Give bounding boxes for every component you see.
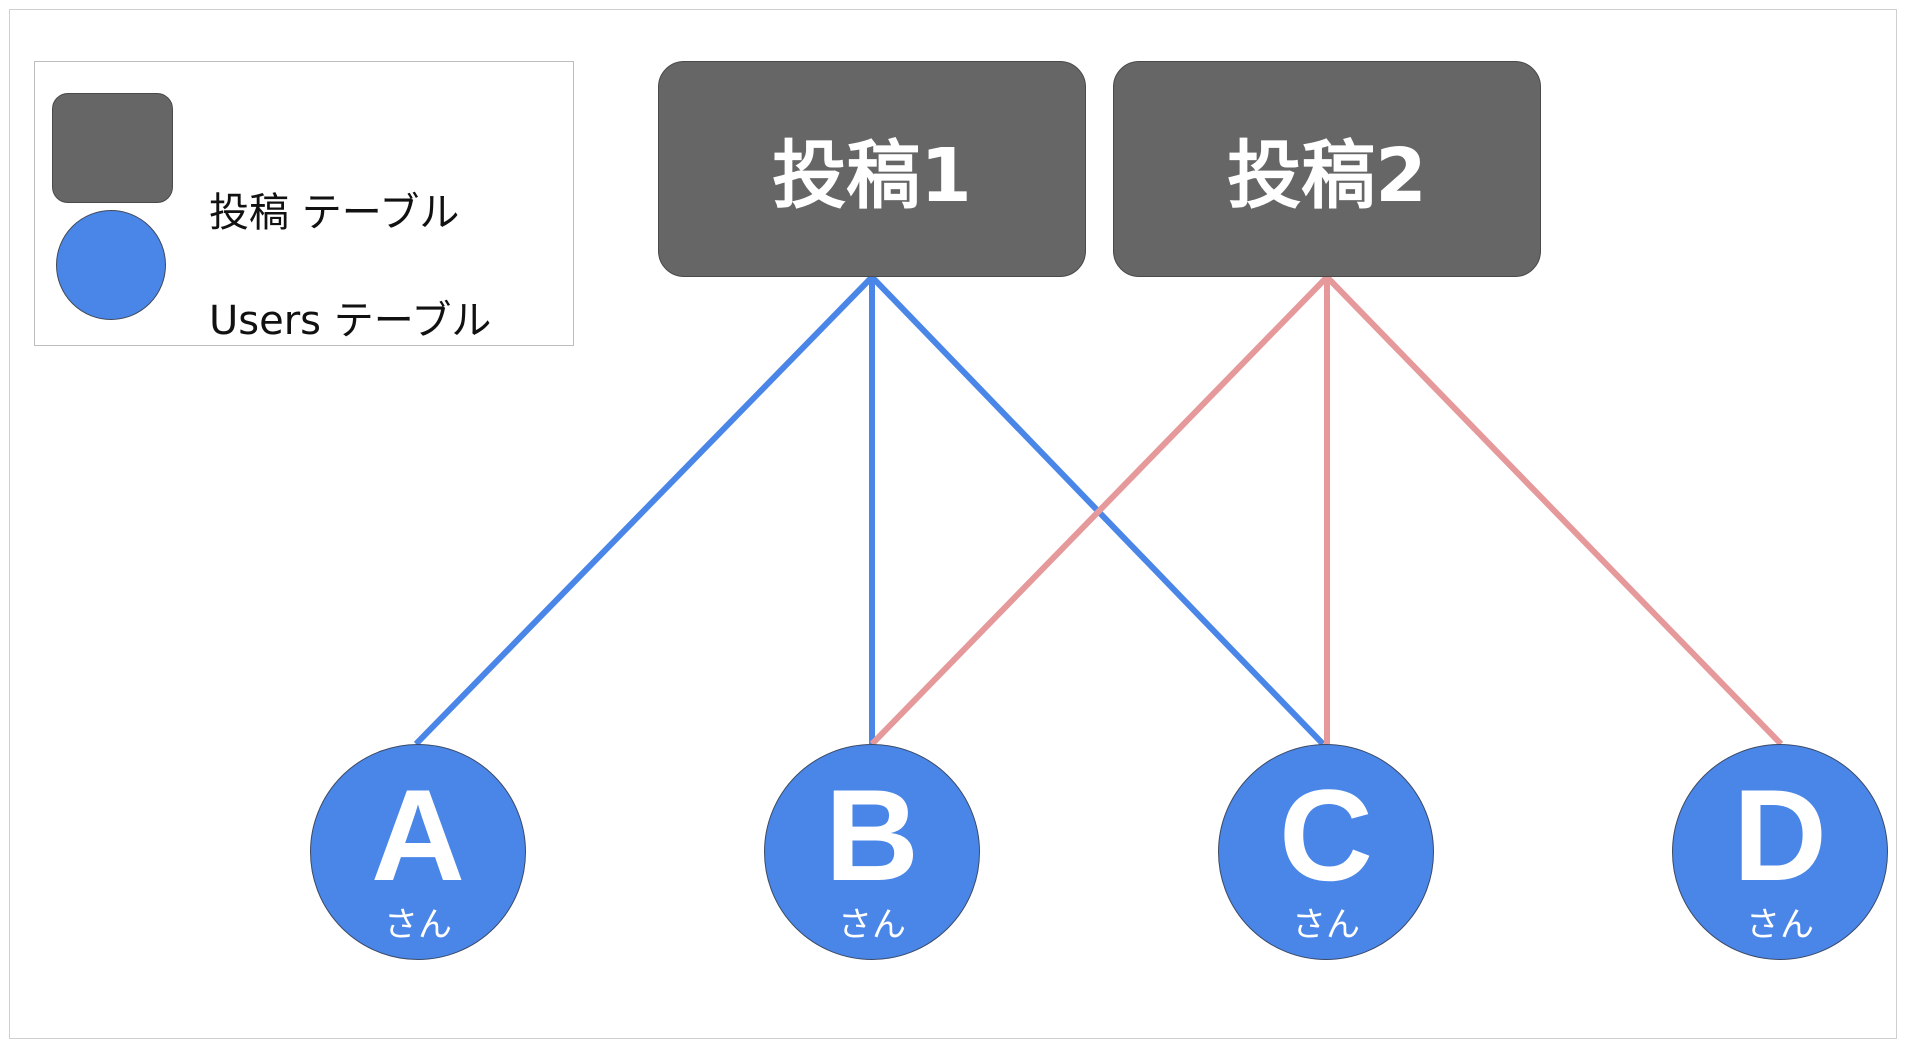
user-suffix: さん xyxy=(384,905,452,945)
legend: 投稿 テーブル Users テーブル xyxy=(34,61,574,346)
user-letter: B xyxy=(825,762,919,908)
user-letter: D xyxy=(1733,762,1827,908)
user-suffix: さん xyxy=(1746,905,1814,945)
user-suffix: さん xyxy=(1292,905,1360,945)
legend-post-label: 投稿 テーブル xyxy=(209,190,460,236)
edge-post1-user-a xyxy=(413,274,875,747)
diagram-frame xyxy=(9,9,1897,1039)
post-node-label: 投稿1 xyxy=(772,132,972,219)
legend-post-swatch xyxy=(52,93,173,203)
user-node-d: D さん xyxy=(1672,744,1888,960)
edge-post2-user-d xyxy=(1324,274,1784,747)
post-node-label: 投稿2 xyxy=(1227,132,1427,219)
edge-post2-user-b xyxy=(869,274,1330,747)
post-node-1: 投稿1 xyxy=(658,61,1086,277)
user-letter: A xyxy=(371,762,465,908)
user-node-c: C さん xyxy=(1218,744,1434,960)
user-node-b: B さん xyxy=(764,744,980,960)
user-suffix: さん xyxy=(838,905,906,945)
user-letter: C xyxy=(1279,762,1373,908)
legend-users-label: Users テーブル xyxy=(209,298,492,344)
legend-user-swatch xyxy=(56,210,166,320)
user-node-a: A さん xyxy=(310,744,526,960)
post-node-2: 投稿2 xyxy=(1113,61,1541,277)
